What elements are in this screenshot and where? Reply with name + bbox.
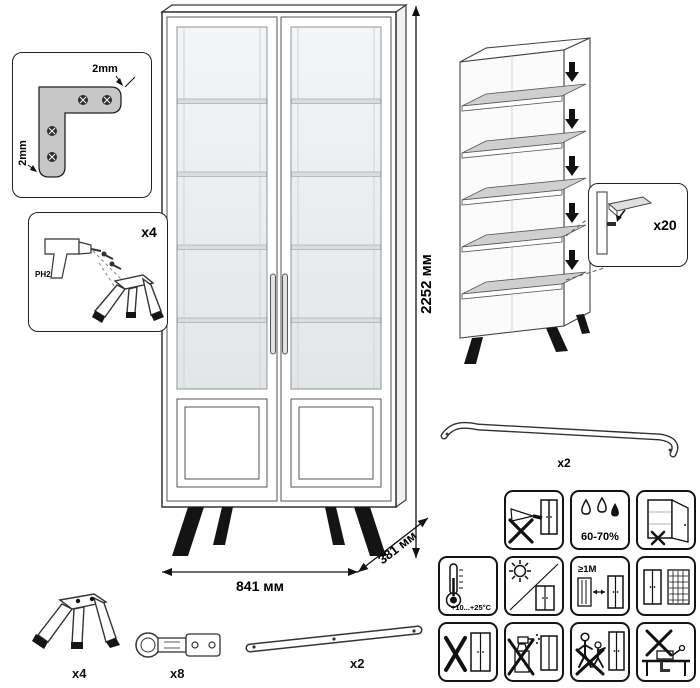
bracket-screws: [47, 95, 112, 162]
no-aggressive-chemicals-icon: [504, 622, 564, 682]
no-sharp-objects-icon: [504, 490, 564, 550]
shelf-pin-drawing: x20: [596, 191, 677, 255]
corner-bracket-drawing: 2mm 2mm: [17, 63, 136, 178]
rail-part: x2: [440, 421, 679, 470]
hinge-hardware-drawing: [135, 632, 221, 658]
leg-assembly-detail: x4 PH2: [28, 212, 168, 332]
width-dimension: [162, 568, 358, 576]
corner-bracket-detail: 2mm 2mm: [12, 52, 152, 198]
dim-side-arrow: [27, 164, 37, 172]
leg-assembly-drawing: x4 PH2: [35, 224, 164, 323]
drill-icon: [44, 238, 102, 279]
leg-count-label: x4: [141, 224, 157, 240]
shelves: [177, 98, 381, 323]
temperature-label: +10...+25°C: [451, 603, 492, 612]
no-direct-sunlight-icon: [504, 556, 564, 616]
cabinet-front-view: 2252 мм 841 мм 381 мм: [160, 3, 435, 594]
temperature-range-icon: +10...+25°C: [438, 556, 498, 616]
exploded-legs: [464, 314, 590, 364]
shelf-pin-icon: [607, 222, 616, 226]
height-dimension: [412, 6, 420, 558]
no-open-door-load-icon: [636, 490, 696, 550]
door-panels: [176, 398, 382, 488]
pin-count-label: x20: [653, 217, 677, 233]
hinge-hardware-count: x8: [170, 666, 185, 681]
dim-side-label: 2mm: [17, 140, 29, 166]
shelf-pin-callout: x20: [588, 183, 688, 267]
strap-hardware-drawing: [245, 625, 423, 653]
height-dimension-label: 2252 мм: [418, 254, 435, 314]
exploded-view: [459, 37, 605, 364]
cabinet-legs: [172, 507, 386, 556]
rail-count-label: x2: [557, 456, 571, 470]
no-workbench-use-icon: [636, 622, 696, 682]
dim-top-arrow: [115, 75, 136, 88]
distance-label: ≥1M: [578, 564, 596, 575]
exploded-shelves: [461, 83, 587, 300]
ventilation-grid-icon: [636, 556, 696, 616]
leg-hardware-count: x4: [72, 666, 87, 681]
callout-leaders: [565, 205, 605, 281]
depth-dimension: [357, 517, 429, 573]
humidity-label: 60-70%: [581, 531, 619, 543]
leg-drawing: [92, 274, 164, 323]
strap-hardware-count: x2: [350, 656, 365, 671]
dim-top-label: 2mm: [92, 63, 118, 75]
humidity-icon: 60-70%: [570, 490, 630, 550]
no-children-playing-icon: [570, 622, 630, 682]
leg-hardware-drawing: [32, 593, 120, 649]
heat-distance-icon: ≥1M: [570, 556, 630, 616]
cabinet-body: [160, 3, 408, 556]
no-misuse-icon: [438, 622, 498, 682]
bit-label: PH2: [35, 270, 51, 279]
door-handles: [270, 273, 288, 355]
width-dimension-label: 841 мм: [236, 578, 284, 594]
insert-arrows: [565, 62, 579, 270]
